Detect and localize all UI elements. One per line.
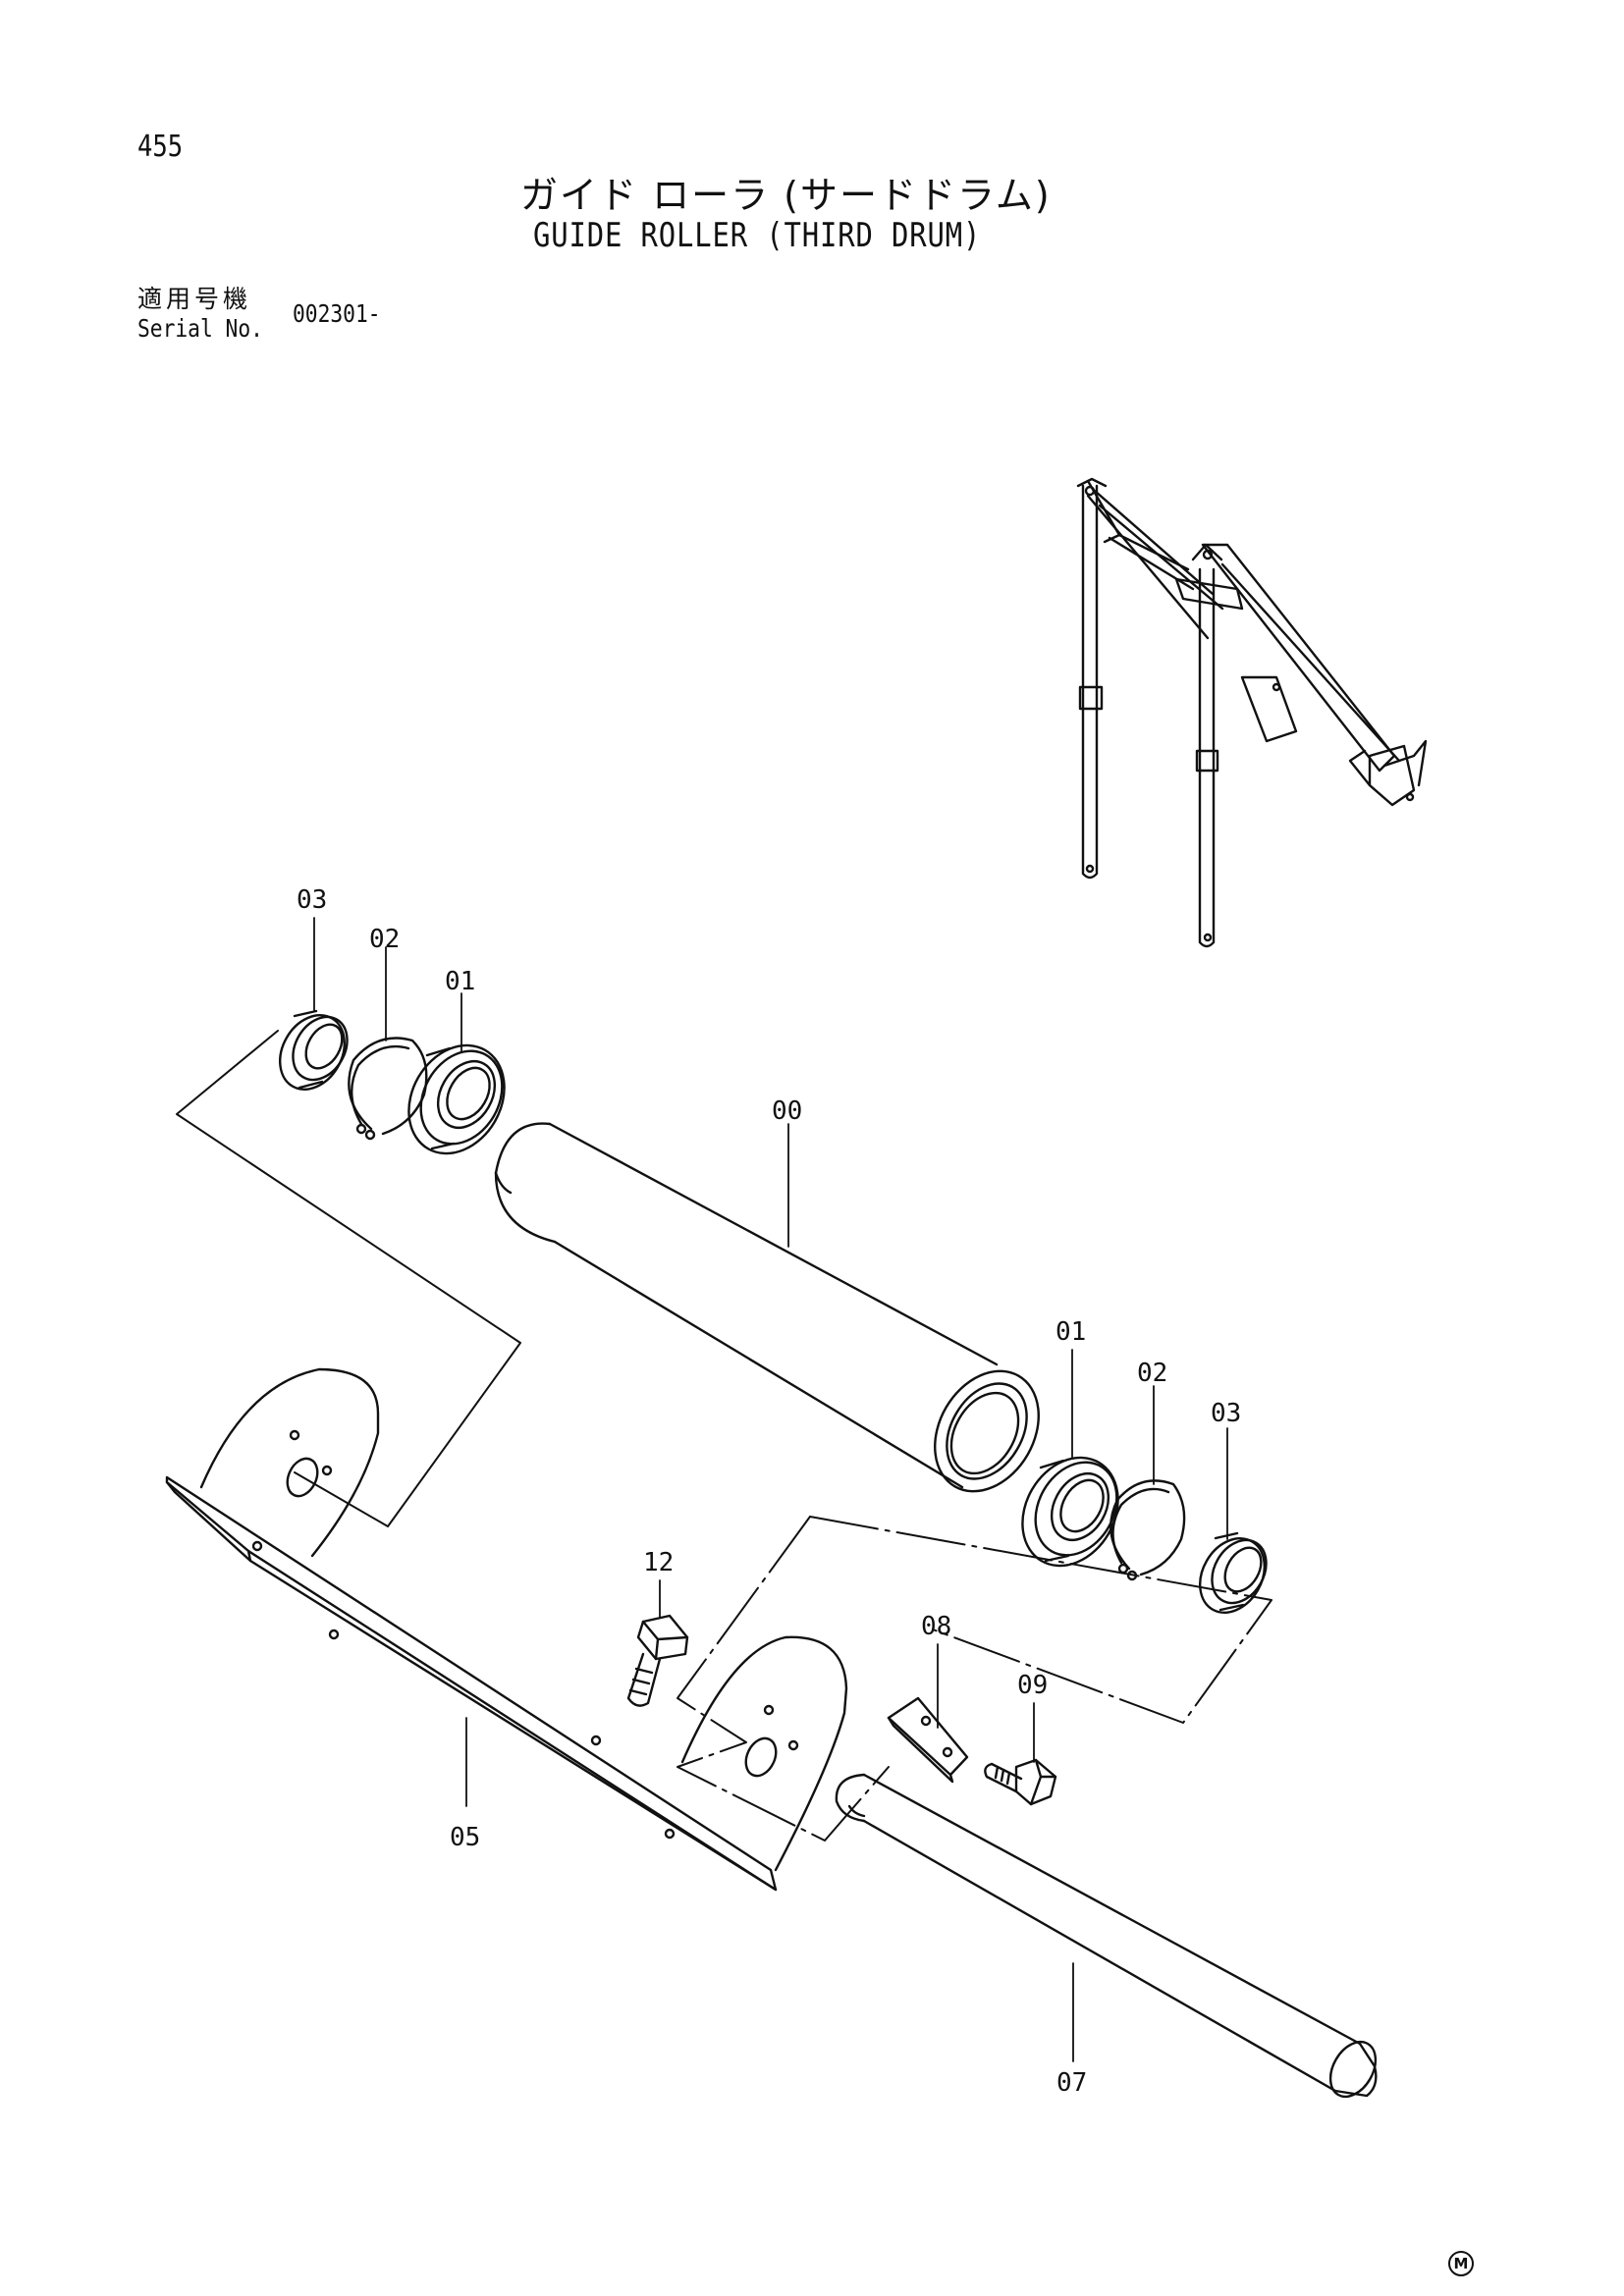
label-part-05: 05 (450, 1823, 480, 1852)
part-03-seal-right (1199, 1531, 1268, 1614)
title-japanese: ガイド ローラ (サードドラム) (520, 174, 1052, 217)
label-part-08: 08 (921, 1612, 951, 1641)
part-03-seal-left (279, 1009, 349, 1091)
part-01-bearing-left (407, 1043, 506, 1155)
location-inset-boom (1076, 477, 1428, 948)
label-part-03-right: 03 (1211, 1399, 1241, 1428)
label-part-02-right: 02 (1137, 1359, 1167, 1388)
label-part-01-right: 01 (1056, 1317, 1086, 1347)
part-02-snap-ring-left (348, 1037, 428, 1141)
part-08-lock-plate (887, 1696, 969, 1784)
label-part-02-left: 02 (369, 925, 400, 954)
part-00-roller-tube (494, 1122, 1040, 1493)
label-part-12: 12 (643, 1548, 674, 1577)
part-09-bolt (984, 1758, 1057, 1806)
part-01-bearing-right (1021, 1456, 1119, 1568)
serial-number-value: 002301- (293, 299, 381, 328)
leader-lines (313, 917, 1228, 2062)
label-part-00: 00 (772, 1096, 802, 1126)
assembly-lines (176, 1030, 1272, 1842)
label-part-07: 07 (1056, 2068, 1087, 2098)
serial-label-english: Serial No. (137, 314, 263, 343)
part-02-snap-ring-right (1110, 1479, 1186, 1581)
serial-label-japanese: 適用号機 (137, 285, 252, 313)
part-12-bolt (626, 1614, 689, 1707)
part-05-bracket-frame (165, 1367, 848, 1892)
label-part-01-left: 01 (445, 967, 475, 996)
brand-mark-logo: M (1448, 2251, 1474, 2276)
part-07-shaft (835, 1773, 1378, 2099)
title-english: GUIDE ROLLER (THIRD DRUM) (533, 216, 982, 255)
label-part-09: 09 (1017, 1671, 1048, 1700)
label-part-03-left: 03 (297, 885, 327, 915)
part-labels: 03 02 01 00 01 02 03 12 08 09 05 07 (297, 885, 1241, 2098)
page-number: 455 (137, 130, 184, 164)
